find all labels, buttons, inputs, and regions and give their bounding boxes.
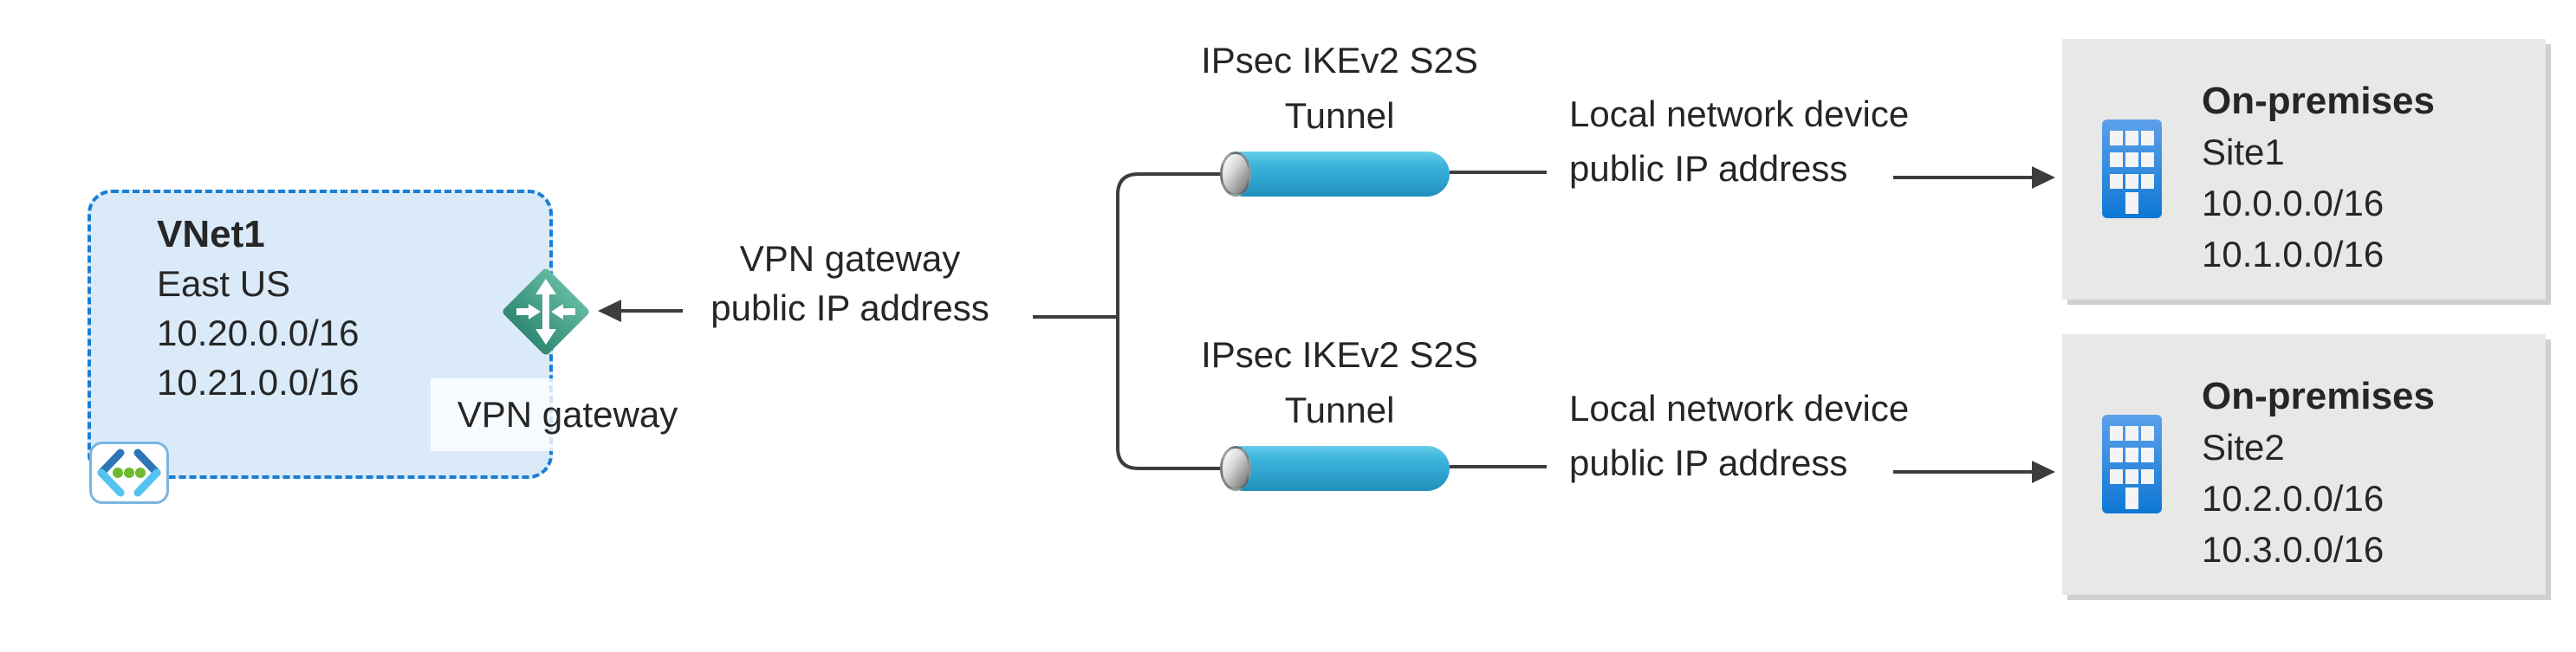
site2-name: Site2 bbox=[2202, 427, 2285, 468]
site1-info: On-premises Site1 10.0.0.0/16 10.1.0.0/1… bbox=[2202, 75, 2435, 280]
gateway-annotation-line1: VPN gateway bbox=[739, 238, 961, 279]
gateway-arrow-head bbox=[598, 300, 621, 322]
tunnel1-site-arrow-shaft bbox=[1893, 176, 2033, 179]
virtual-network-icon-glyph bbox=[97, 449, 161, 497]
tunnel1-site-arrow-head bbox=[2032, 166, 2055, 189]
tunnel2-device-line1: Local network device bbox=[1569, 388, 1910, 429]
tunnel2-out-line bbox=[1450, 465, 1547, 468]
building-icon bbox=[2102, 119, 2162, 218]
tunnel1-device-line2: public IP address bbox=[1569, 148, 1848, 189]
branch-bracket bbox=[1100, 172, 1236, 470]
annotation-connector-line bbox=[1033, 315, 1102, 319]
vnet-name: VNet1 bbox=[157, 213, 265, 255]
site1-prefix-2: 10.1.0.0/16 bbox=[2202, 234, 2385, 274]
tunnel1-out-line bbox=[1450, 171, 1547, 174]
vnet-region: East US bbox=[157, 263, 291, 304]
vnet-prefix-2: 10.21.0.0/16 bbox=[157, 362, 360, 403]
tunnel2-device-line2: public IP address bbox=[1569, 442, 1848, 483]
site1-prefix-1: 10.0.0.0/16 bbox=[2202, 183, 2385, 223]
tunnel2-site-arrow-shaft bbox=[1893, 470, 2033, 474]
tunnel2-pipe-icon bbox=[1220, 446, 1450, 491]
tunnel2-site-arrow-head bbox=[2032, 461, 2055, 483]
site2-prefix-2: 10.3.0.0/16 bbox=[2202, 529, 2385, 570]
site2-box: On-premises Site2 10.2.0.0/16 10.3.0.0/1… bbox=[2062, 334, 2546, 595]
site1-title: On-premises bbox=[2202, 80, 2435, 122]
gateway-annotation-line2: public IP address bbox=[711, 287, 990, 328]
tunnel2-device-text: Local network device public IP address bbox=[1569, 381, 1909, 490]
site1-box: On-premises Site1 10.0.0.0/16 10.1.0.0/1… bbox=[2062, 39, 2546, 300]
building-icon bbox=[2102, 415, 2162, 513]
tunnel1-pipe-icon bbox=[1220, 152, 1450, 197]
gateway-arrow-shaft bbox=[619, 309, 683, 313]
site2-prefix-1: 10.2.0.0/16 bbox=[2202, 478, 2385, 519]
vpn-gateway-icon-glyph bbox=[503, 268, 589, 355]
site1-name: Site1 bbox=[2202, 132, 2285, 172]
vnet-info: VNet1 East US 10.20.0.0/16 10.21.0.0/16 bbox=[157, 210, 360, 407]
site2-title: On-premises bbox=[2202, 375, 2435, 417]
vnet-prefix-1: 10.20.0.0/16 bbox=[157, 313, 360, 353]
tunnel1-device-text: Local network device public IP address bbox=[1569, 87, 1909, 196]
virtual-network-icon bbox=[89, 442, 169, 504]
site2-info: On-premises Site2 10.2.0.0/16 10.3.0.0/1… bbox=[2202, 371, 2435, 575]
vpn-gateway-label: VPN gateway bbox=[431, 378, 704, 451]
tunnel1-device-line1: Local network device bbox=[1569, 94, 1910, 134]
vpn-gateway-icon bbox=[500, 266, 592, 358]
gateway-annotation: VPN gateway public IP address bbox=[689, 234, 1011, 332]
